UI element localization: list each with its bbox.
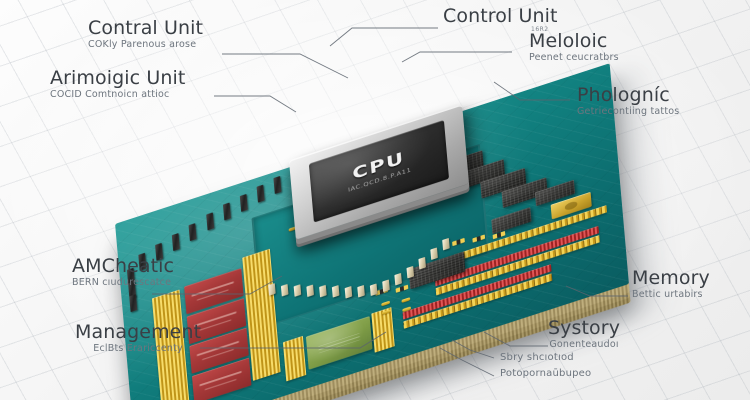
label-phologníc: Phologníc Getriecontiing tattos [577, 84, 680, 119]
socket-pin [406, 265, 414, 279]
label-title: Systory [548, 317, 621, 339]
label-subtitle: COKly Parenous arose [88, 39, 197, 51]
green-die-chip [305, 316, 373, 371]
label-title: Arimoigic Unit [50, 67, 186, 89]
socket-pin [293, 284, 302, 297]
header-pin [188, 222, 197, 241]
label-control-unit: Control Unit [443, 5, 558, 27]
footnote-line-2: Potopornaūbupeo [500, 367, 592, 379]
label-amcheatic: AMCheatic BERN cıudurescatce [72, 255, 175, 290]
header-pin [256, 184, 265, 203]
header-pin [239, 193, 248, 212]
header-pin [222, 202, 231, 221]
header-pin [171, 232, 181, 251]
socket-pin [306, 284, 314, 298]
label-subtitle: Bettic urtabirs [632, 289, 703, 301]
footnote-line-1: Sbry shcıotıod [500, 352, 574, 363]
header-pin [129, 294, 138, 313]
label-systory: Systory Gonenteaudoı [548, 317, 621, 352]
socket-pin [382, 279, 390, 292]
leader-control-unit [329, 27, 438, 47]
label-subtitle: EclBts Erariccenty [93, 343, 183, 355]
label-title: AMCheatic [72, 255, 175, 277]
footnote-block: Sbry shcıotıod Potopornaūbupeo [500, 350, 591, 381]
label-subtitle: Gonenteaudoı [549, 339, 619, 351]
label-title: Memory [632, 267, 710, 289]
gold-pad-strip [283, 335, 307, 382]
label-meloloic: 16R2 Meloloic Peenet ceucratbrs [529, 26, 619, 65]
smd-component [401, 297, 411, 304]
leader-meloloic [401, 51, 512, 63]
label-contral-unit: Contral Unit COKly Parenous arose [88, 17, 204, 52]
smd-resistor [395, 284, 409, 293]
socket-pin [394, 273, 402, 286]
label-subtitle: Peenet ceucratbrs [529, 52, 619, 64]
socket-pin [369, 283, 378, 296]
label-title: Contral Unit [88, 17, 204, 39]
socket-pin [344, 285, 353, 299]
label-subtitle: COCID Comtnoicn attioc [50, 89, 170, 101]
header-pin [205, 212, 214, 231]
leader-contral-unit [222, 53, 349, 79]
label-management: Management EclBts Erariccenty [75, 321, 202, 356]
socket-pin [280, 283, 289, 297]
label-memory: Memory Bettic urtabirs [632, 267, 710, 302]
label-title: Management [75, 321, 202, 343]
socket-pin [357, 285, 365, 298]
label-title: Control Unit [443, 5, 558, 27]
leader-arimoigic-unit [214, 95, 297, 113]
label-arimoigic-unit: Arimoigic Unit COCID Comtnoicn attioc [50, 67, 186, 102]
label-title: Meloloic [529, 30, 608, 52]
label-superscript: 16R2 [531, 26, 549, 33]
label-subtitle: Getriecontiing tattos [577, 106, 680, 118]
smd-component [381, 300, 391, 307]
label-subtitle: BERN cıudurescatce [72, 277, 172, 289]
label-title: Phologníc [577, 84, 670, 106]
header-pin [273, 175, 282, 194]
